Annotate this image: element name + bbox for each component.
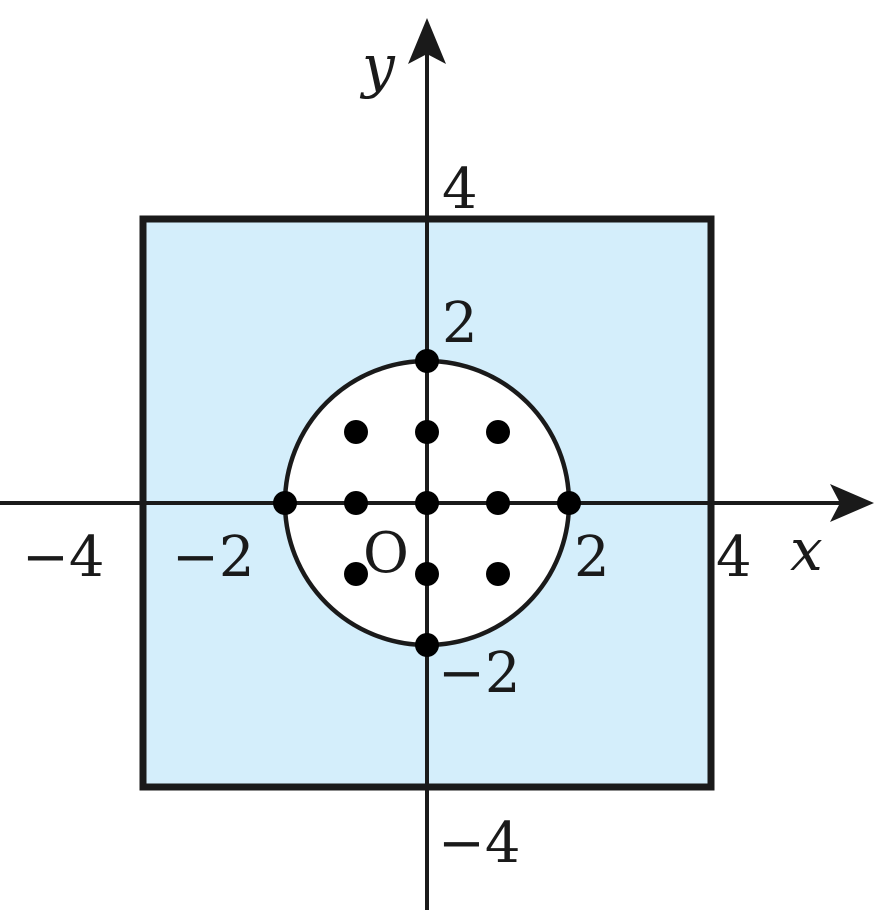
x-axis-arrowhead [830, 484, 874, 522]
x-tick-pos4: 4 [716, 525, 752, 590]
x-axis-label: x [790, 516, 823, 584]
lattice-point-1 [344, 420, 368, 444]
lattice-point-5 [344, 491, 368, 515]
lattice-point-12 [415, 633, 439, 657]
y-tick-neg2: −2 [438, 641, 521, 706]
x-tick-neg2: −2 [172, 525, 255, 590]
lattice-point-11 [486, 562, 510, 586]
y-axis-label: y [359, 32, 396, 100]
y-tick-neg4: −4 [438, 811, 521, 876]
lattice-point-10 [415, 562, 439, 586]
lattice-point-8 [557, 491, 581, 515]
x-tick-pos2: 2 [574, 525, 610, 590]
x-tick-neg4: −4 [22, 525, 105, 590]
lattice-point-9 [344, 562, 368, 586]
y-axis-arrowhead [408, 18, 446, 64]
lattice-point-3 [486, 420, 510, 444]
y-tick-pos4: 4 [442, 157, 478, 222]
lattice-point-2 [415, 420, 439, 444]
origin-label: O [363, 521, 409, 586]
lattice-point-4 [273, 491, 297, 515]
lattice-point-6 [415, 491, 439, 515]
lattice-points [273, 349, 581, 657]
lattice-point-0 [415, 349, 439, 373]
lattice-point-7 [486, 491, 510, 515]
y-tick-pos2: 2 [442, 291, 478, 356]
